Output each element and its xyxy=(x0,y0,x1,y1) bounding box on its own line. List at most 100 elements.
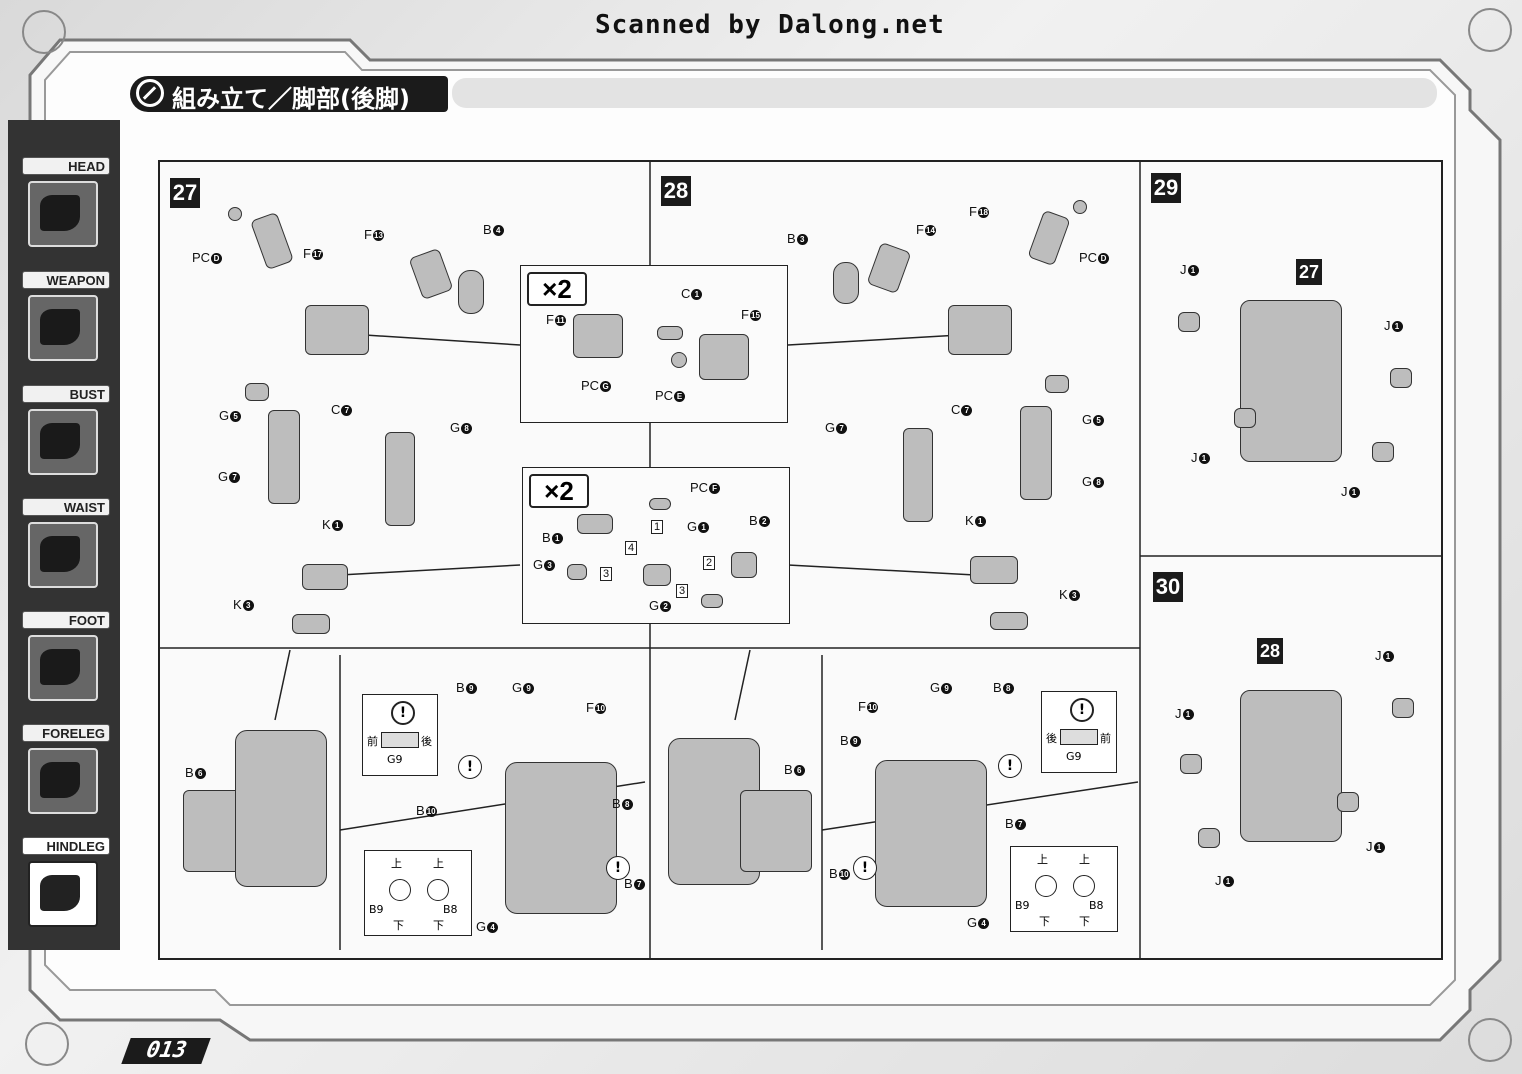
weapon-thumb-icon xyxy=(28,295,98,361)
note-up: 上 xyxy=(1037,853,1048,866)
part-hip-joint-r xyxy=(948,305,1012,355)
page-number: 013 xyxy=(121,1038,211,1064)
ref-step-27: 27 xyxy=(1296,259,1322,285)
caution-icon: ! xyxy=(998,754,1022,778)
part-g8-leg xyxy=(385,432,415,526)
part-c1 xyxy=(657,326,683,340)
compass-icon xyxy=(136,79,164,107)
part-b2 xyxy=(731,552,757,578)
note-down: 下 xyxy=(1079,915,1090,928)
part-k3 xyxy=(292,614,330,634)
joint-icon xyxy=(389,879,411,901)
note-orientation-right: ! 後 前 G9 xyxy=(1041,691,1117,773)
title-ghost-bar xyxy=(452,78,1437,108)
caution-icon: ! xyxy=(391,701,415,725)
sidebar-tab-label: HINDLEG xyxy=(22,837,110,855)
order-step-4: 4 xyxy=(625,541,638,555)
head-thumb-icon xyxy=(28,181,98,247)
part-pce xyxy=(671,352,687,368)
part-g5-r xyxy=(1045,375,1069,393)
note-down: 下 xyxy=(433,919,444,932)
assembly-leg-left xyxy=(235,730,327,887)
part-k3-r xyxy=(990,612,1028,630)
note-down: 下 xyxy=(393,919,404,932)
part-pcd-r xyxy=(1073,200,1087,214)
part-g7-leg xyxy=(268,410,300,504)
caution-icon: ! xyxy=(606,856,630,880)
joint-icon xyxy=(427,879,449,901)
title-bar xyxy=(130,76,448,112)
note-b9: B9 xyxy=(1015,899,1030,912)
part-hip-joint xyxy=(305,305,369,355)
order-step-1: 1 xyxy=(651,520,664,534)
corner-bolt-icon xyxy=(25,1022,69,1066)
order-step-2: 2 xyxy=(703,556,716,570)
note-up: 上 xyxy=(391,857,402,870)
part-f15 xyxy=(699,334,749,380)
step-number-28: 28 xyxy=(661,176,691,206)
note-down: 下 xyxy=(1039,915,1050,928)
part-pcd xyxy=(228,207,242,221)
joint-icon xyxy=(1035,875,1057,897)
note-b8: B8 xyxy=(1089,899,1104,912)
note-up: 上 xyxy=(1079,853,1090,866)
part-g3 xyxy=(567,564,587,580)
part-g7-leg-r xyxy=(903,428,933,522)
part-j1 xyxy=(1337,792,1359,812)
note-up: 上 xyxy=(433,857,444,870)
assembly-leg-right-detail xyxy=(875,760,987,907)
page-title: 組み立て／脚部(後脚) xyxy=(172,85,410,113)
part-j1 xyxy=(1178,312,1200,332)
note-up-down-left: 上 上 B9 B8 下 下 xyxy=(364,850,472,936)
note-b9: B9 xyxy=(369,903,384,916)
step-number-29: 29 xyxy=(1151,173,1181,203)
multiplier-badge: ×2 xyxy=(527,272,587,306)
note-front: 前 xyxy=(1100,732,1111,745)
part-j1 xyxy=(1392,698,1414,718)
order-step-3: 3 xyxy=(600,567,613,581)
part-b3 xyxy=(833,262,859,304)
joint-icon xyxy=(1073,875,1095,897)
note-g9: G9 xyxy=(1066,750,1082,763)
sidebar-tab-label: HEAD xyxy=(22,157,110,175)
part-g8-leg-r xyxy=(1020,406,1052,500)
inset-x2-ankle: ×2 xyxy=(522,467,790,624)
sidebar-tab-label: WAIST xyxy=(22,498,110,516)
sidebar-tab-label: FOOT xyxy=(22,611,110,629)
part-pcf xyxy=(649,498,671,510)
ref-step-28: 28 xyxy=(1257,638,1283,664)
caution-icon: ! xyxy=(1070,698,1094,722)
part-j1 xyxy=(1198,828,1220,848)
step-number-27: 27 xyxy=(170,178,200,208)
inset-x2-hip: ×2 xyxy=(520,265,788,423)
